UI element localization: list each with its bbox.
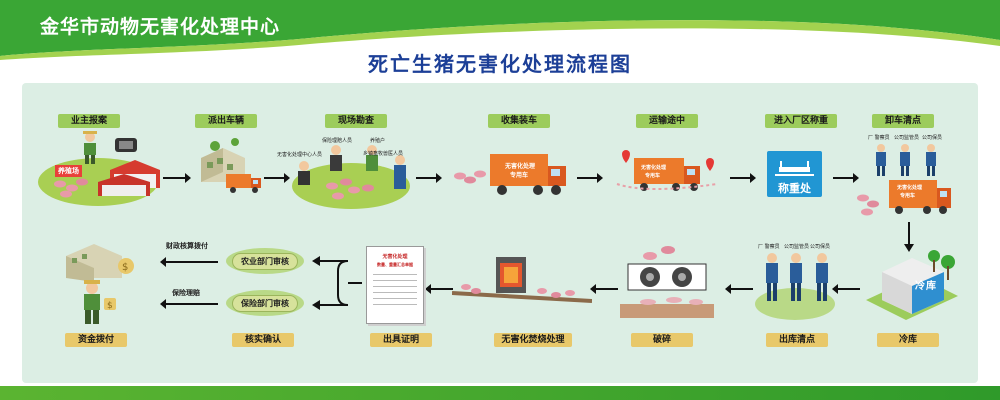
arrow-left-insurance: [160, 299, 218, 309]
arrow-left-1: [832, 284, 860, 294]
farm-illustration: [54, 138, 160, 198]
load-truck-text-1: 无害化处理: [505, 163, 536, 170]
certificate-title: 无害化处理: [382, 254, 408, 260]
crusher-illustration: [620, 246, 714, 318]
arrow-left-2: [725, 284, 753, 294]
survey-label-farmer: 养殖户: [370, 138, 386, 144]
step-label-load: 收集装车: [488, 114, 550, 128]
transport-truck-text-2: 专用车: [645, 173, 661, 179]
survey-label-center-staff: 无害化处理中心人员: [277, 152, 323, 158]
fund-bank-illustration: $: [66, 244, 134, 282]
farm-sign: 养殖场: [55, 165, 82, 177]
scale-icon: [775, 161, 814, 176]
farmer-figure: [83, 131, 97, 164]
arrow-right-3: [416, 173, 442, 183]
step-label-report: 业主报案: [58, 114, 120, 128]
svg-text:$: $: [122, 262, 128, 273]
arrow-right-6: [833, 173, 859, 183]
arrow-left-fiscal: [160, 257, 218, 267]
step-label-survey: 现场勘查: [325, 114, 387, 128]
step-label-certificate: 出具证明: [370, 333, 432, 347]
review-agriculture: 农业部门审核: [232, 253, 298, 270]
unload-role-a: 厂 警察员: [868, 135, 890, 141]
header-banner: [0, 0, 1000, 60]
page-title: 死亡生猪无害化处理流程图: [368, 52, 632, 76]
step-label-weigh: 进入厂区称重: [765, 114, 837, 128]
review-insurance: 保险部门审核: [232, 295, 298, 312]
unload-role-b: 公司监管员: [894, 135, 920, 141]
unload-truck-text-2: 专用车: [900, 193, 916, 199]
arrow-left-4: [425, 284, 453, 294]
step-label-fund: 资金拨付: [65, 333, 127, 347]
arrow-left-3: [590, 284, 618, 294]
step-label-unload: 卸车清点: [872, 114, 934, 128]
arrow-right-5: [730, 173, 756, 183]
org-name: 金华市动物无害化处理中心: [40, 16, 281, 38]
step-label-cold-store: 冷库: [877, 333, 939, 347]
load-illustration: [454, 154, 566, 195]
step-label-crush: 破碎: [631, 333, 693, 347]
arrow-right-4: [577, 173, 603, 183]
outbound-illustration: [766, 253, 828, 301]
survey-label-insurance: 保险理赔人员: [322, 138, 353, 144]
arrow-right-2: [264, 173, 290, 183]
unload-role-c: 公司保员: [922, 135, 943, 141]
outbound-role-c: 公司保员: [810, 244, 831, 250]
survey-illustration: [298, 145, 406, 200]
load-truck-text-2: 专用车: [510, 172, 529, 179]
scale-text: 称重处: [778, 182, 811, 195]
scale-sign: 称重处: [767, 151, 822, 197]
arrow-down: [904, 222, 914, 252]
flow-fiscal-text: 财政核算拨付: [166, 241, 208, 250]
arrow-right-1: [163, 173, 191, 183]
flow-insurance-text: 保险理赔: [172, 288, 200, 297]
transport-illustration: [616, 150, 718, 191]
footer-bar: [0, 386, 1000, 400]
step-label-dispatch: 派出车辆: [195, 114, 257, 128]
fund-farmer-illustration: $: [84, 280, 116, 324]
step-label-outbound: 出库清点: [766, 333, 828, 347]
survey-label-livestock: 乡镇畜牧兽医人员: [363, 151, 404, 157]
step-label-verify: 核实确认: [232, 333, 294, 347]
certificate-subtitle: 数量、重量汇总单据: [377, 262, 413, 267]
transport-truck-text-1: 无害化处理: [641, 165, 667, 171]
unload-truck-text-1: 无害化处理: [897, 185, 923, 191]
survey-ground: [292, 163, 410, 209]
cold-store-sign: 冷库: [915, 281, 937, 292]
unload-illustration: [857, 144, 951, 216]
svg-text:$: $: [107, 301, 113, 311]
outbound-role-b: 公司监管员: [784, 244, 810, 250]
dispatch-truck: [226, 174, 261, 193]
outbound-role-a: 厂 警察员: [758, 244, 780, 250]
dispatch-illustration: [201, 138, 245, 182]
incinerator-illustration: [452, 257, 592, 303]
certificate-doc: 无害化处理 数量、重量汇总单据: [366, 246, 424, 324]
step-label-incinerate: 无害化焚烧处理: [494, 333, 572, 347]
cold-store-illustration: [866, 250, 958, 320]
step-label-transport: 运输途中: [636, 114, 698, 128]
bracket-arrow: [312, 256, 362, 310]
